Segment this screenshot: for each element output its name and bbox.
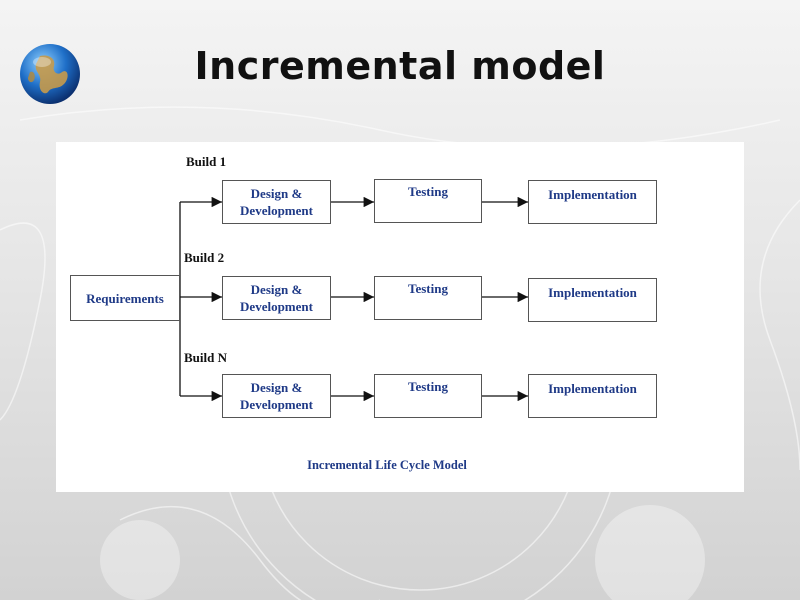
requirements-box: Requirements — [70, 275, 180, 321]
build-n-design-label: Design & Development — [240, 380, 313, 412]
build-n-testing-box: Testing — [374, 374, 482, 418]
globe-icon — [20, 44, 80, 104]
build-1-design-box: Design & Development — [222, 180, 331, 224]
build-n-label: Build N — [184, 350, 227, 365]
connector-lines — [179, 196, 528, 402]
diagram-panel: Requirements Build 1 Design & Developmen… — [56, 142, 744, 492]
build-n-testing-label: Testing — [408, 379, 448, 394]
build-1-testing-label: Testing — [408, 184, 448, 199]
build-2-implementation-label: Implementation — [548, 285, 637, 300]
build-2-testing-box: Testing — [374, 276, 482, 320]
requirements-label: Requirements — [86, 290, 164, 306]
build-2-label: Build 2 — [184, 250, 225, 265]
slide-title: Incremental model — [194, 44, 606, 88]
build-2-design-label: Design & Development — [240, 282, 313, 314]
build-n-implementation-box: Implementation — [528, 374, 657, 418]
build-2-implementation-box: Implementation — [528, 278, 657, 322]
build-1-testing-box: Testing — [374, 179, 482, 223]
build-1-design-label: Design & Development — [240, 186, 313, 218]
build-1-label: Build 1 — [186, 154, 227, 169]
build-n-implementation-label: Implementation — [548, 381, 637, 396]
build-2-testing-label: Testing — [408, 281, 448, 296]
build-1-implementation-box: Implementation — [528, 180, 657, 224]
build-n-design-box: Design & Development — [222, 374, 331, 418]
build-1-implementation-label: Implementation — [548, 187, 637, 202]
build-2-design-box: Design & Development — [222, 276, 331, 320]
diagram-caption: Incremental Life Cycle Model — [307, 458, 467, 472]
